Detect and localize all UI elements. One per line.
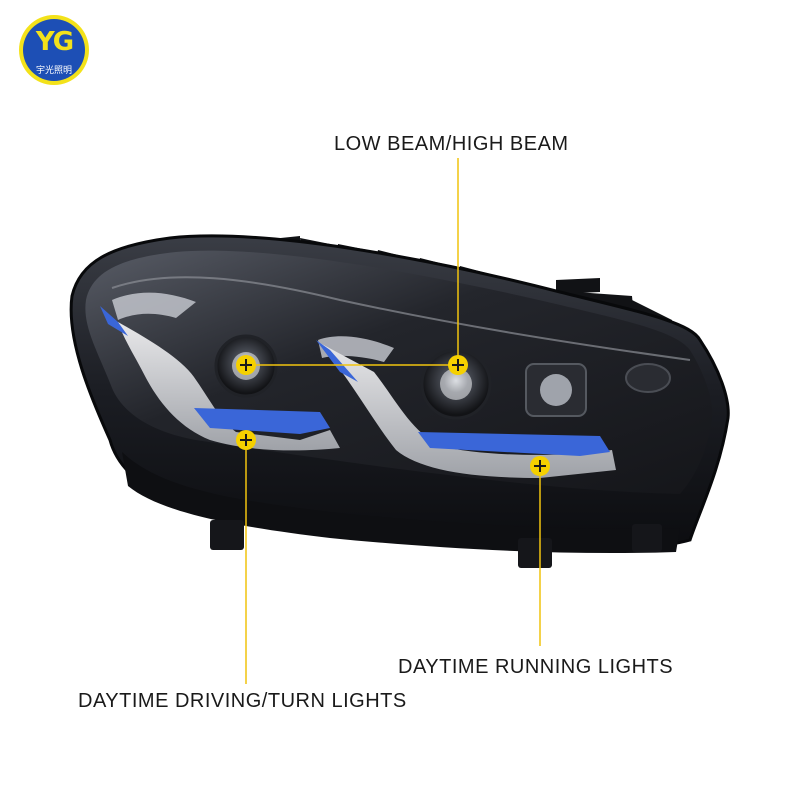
callout-lines [245, 158, 541, 684]
upper-trim-strip [111, 276, 691, 361]
crosshair-plus-icon [236, 355, 256, 375]
right-led-module [316, 336, 671, 478]
mount-tab [518, 538, 552, 568]
mount-tab [210, 520, 244, 550]
crosshair-plus-icon [530, 456, 550, 476]
logo-text: 宇光照明 [35, 66, 72, 76]
callout-low-high-beam: LOW BEAM/HIGH BEAM [334, 133, 569, 155]
crosshair-plus-icon [236, 430, 256, 450]
mount-tab [632, 524, 662, 552]
callout-daytime-running-lights: DAYTIME RUNNING LIGHTS [398, 656, 674, 678]
logo-mark: YG [35, 27, 74, 57]
brand-logo: YG 宇光照明 [18, 14, 90, 86]
crosshair-plus-icon [448, 355, 468, 375]
logo-badge-icon [19, 15, 89, 85]
callout-daytime-driving-turn-lights: DAYTIME DRIVING/TURN LIGHTS [78, 690, 407, 712]
